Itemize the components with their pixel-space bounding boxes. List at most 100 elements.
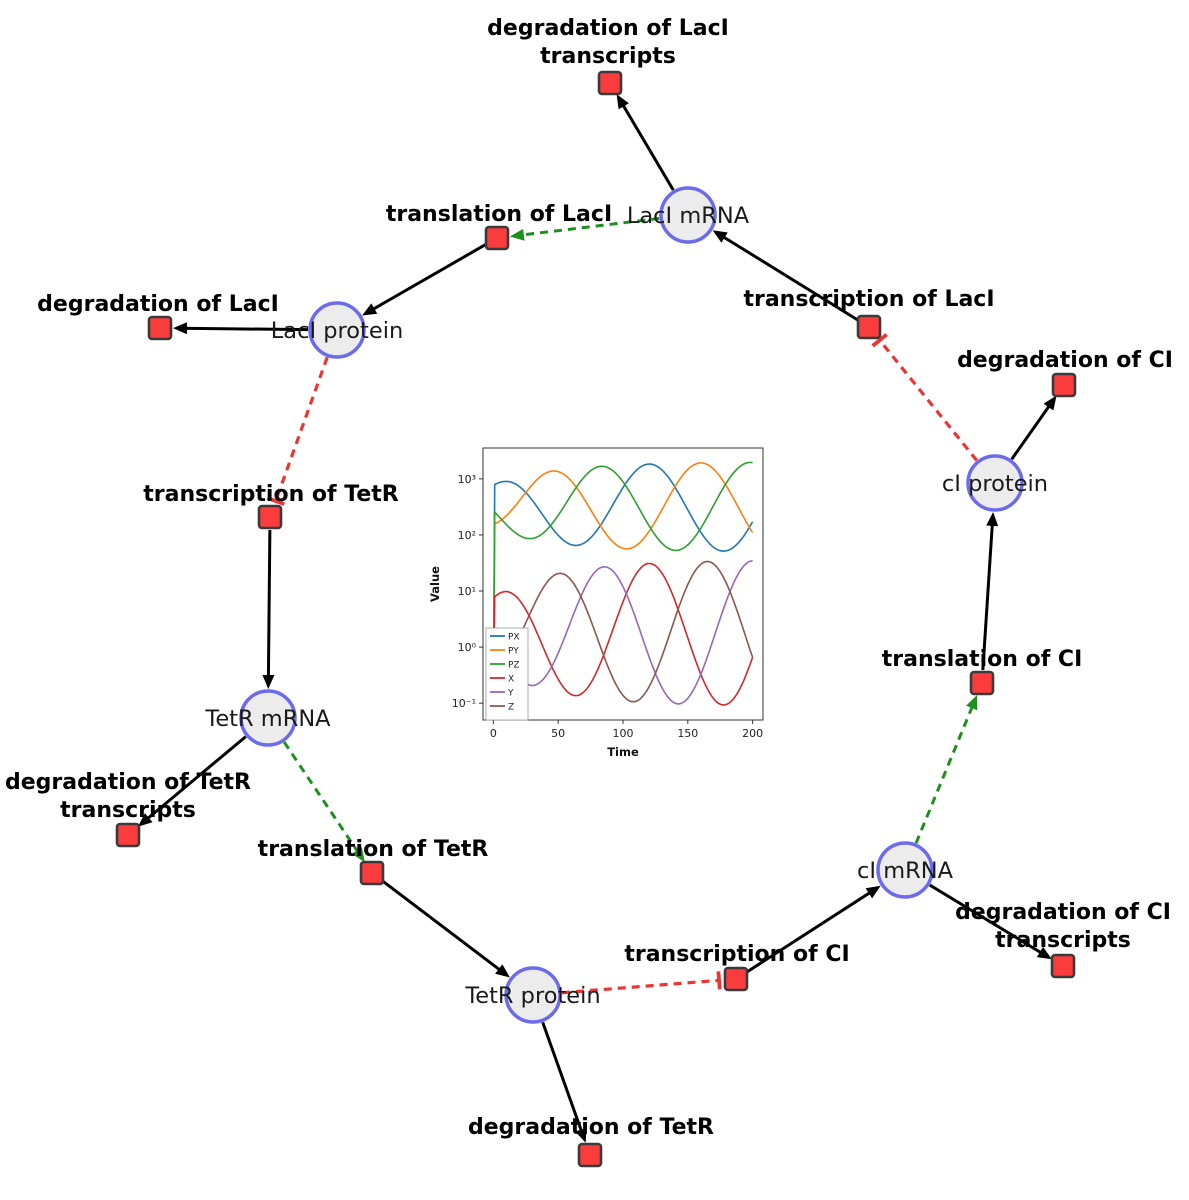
arrowhead-icon (495, 964, 510, 978)
legend-label-PX: PX (508, 633, 520, 643)
reaction-node-transl_tetr[interactable]: translation of TetR (258, 837, 489, 886)
edge-production-transc_ci-ci_mrna (746, 885, 881, 974)
reaction-square[interactable] (115, 822, 141, 848)
edge-line (746, 888, 875, 974)
arrowhead-icon (616, 94, 629, 110)
reaction-node-transc_laci[interactable]: transcription of LacI (743, 287, 995, 340)
edge-catalysis-tetr_mrna-transl_tetr (282, 741, 365, 863)
edge-inhibition-ci_prot-transc_laci (871, 333, 979, 462)
inhibition-line (878, 339, 979, 462)
edge-line (266, 529, 272, 682)
series-line-PX (492, 463, 754, 703)
y-tick-label: 10¹ (458, 585, 476, 598)
reaction-label: degradation of LacI (37, 292, 279, 317)
species-node-laci_prot[interactable]: LacI protein (271, 301, 403, 359)
series-line-PY (492, 462, 754, 703)
species-node-ci_prot[interactable]: cI protein (942, 454, 1048, 512)
species-node-ci_mrna[interactable]: cI mRNA (857, 841, 954, 899)
edge-consumption-ci_mrna-deg_ci_tx (929, 883, 1052, 960)
reaction-label: transcription of LacI (743, 287, 994, 312)
edge-production-transl_laci-laci_prot (362, 243, 487, 316)
species-circle[interactable] (659, 186, 717, 244)
species-label: LacI mRNA (627, 203, 750, 229)
edge-consumption-ci_prot-deg_ci (1010, 395, 1057, 461)
inhibition-line (561, 978, 720, 995)
reaction-square[interactable] (723, 966, 749, 992)
edge-consumption-laci_mrna-deg_laci_tx (616, 94, 675, 191)
species-circle[interactable] (308, 301, 366, 359)
reaction-square[interactable] (969, 670, 995, 696)
edge-line (981, 519, 995, 671)
inhibition-tee (266, 496, 285, 506)
reaction-square[interactable] (856, 314, 882, 340)
series-line-PZ (492, 461, 753, 703)
reaction-square[interactable] (597, 70, 623, 96)
reaction-node-transl_ci[interactable]: translation of CI (882, 647, 1083, 696)
reaction-square[interactable] (257, 504, 283, 530)
edge-consumption-laci_prot-deg_laci (172, 322, 309, 335)
reaction-label: degradation of TetR (468, 1115, 714, 1140)
species-circle[interactable] (876, 841, 934, 899)
reaction-node-transc_tetr[interactable]: transcription of TetR (143, 482, 399, 530)
edge-catalysis-ci_mrna-transl_ci (914, 695, 978, 844)
arrowhead-icon (351, 847, 365, 863)
arrowhead-icon (865, 885, 881, 899)
arrowhead-icon (1036, 946, 1052, 960)
species-node-laci_mrna[interactable]: LacI mRNA (627, 186, 750, 244)
edge-production-transl_ci-ci_prot (981, 511, 999, 671)
edge-production-transc_tetr-tetr_mrna (262, 529, 275, 690)
species-label: cI mRNA (857, 858, 954, 884)
plot-frame (482, 447, 764, 721)
y-axis-label: Value (428, 566, 442, 602)
x-tick-label: 150 (677, 727, 698, 740)
species-node-tetr_prot[interactable]: TetR protein (464, 966, 601, 1024)
arrowhead-icon (986, 511, 999, 527)
series-line-Y (492, 560, 753, 705)
y-tick-label: 10⁻¹ (452, 697, 476, 710)
edge-catalysis-laci_mrna-transl_laci (509, 216, 660, 241)
reaction-square[interactable] (147, 315, 173, 341)
species-node-tetr_mrna[interactable]: TetR mRNA (204, 689, 331, 747)
edge-consumption-tetr_mrna-deg_tetr_tx (137, 735, 247, 827)
reaction-square[interactable] (484, 225, 510, 251)
inhibition-line (274, 356, 329, 502)
reaction-node-deg_ci[interactable]: degradation of CI (957, 348, 1173, 398)
species-circle[interactable] (966, 454, 1024, 512)
reaction-square[interactable] (1050, 953, 1076, 979)
series-line-Z (492, 560, 754, 703)
x-tick-label: 0 (490, 727, 497, 740)
arrowhead-icon (262, 674, 275, 690)
arrowhead-icon (137, 813, 153, 827)
reaction-square[interactable] (577, 1142, 603, 1168)
reaction-node-transc_ci[interactable]: transcription of CI (624, 942, 850, 992)
species-circle[interactable] (239, 689, 297, 747)
legend-label-X: X (508, 675, 514, 685)
species-label: TetR mRNA (204, 706, 331, 732)
reaction-node-deg_laci[interactable]: degradation of LacI (37, 292, 279, 341)
x-tick-label: 50 (551, 727, 565, 740)
arrowhead-icon (509, 228, 525, 241)
edge-line (1010, 401, 1054, 461)
edge-line (282, 741, 362, 857)
arrowhead-icon (966, 695, 978, 711)
reaction-node-transl_laci[interactable]: translation of LacI (386, 202, 612, 251)
y-tick-label: 10² (458, 529, 476, 542)
reaction-label: translation of TetR (258, 837, 489, 862)
reaction-square[interactable] (359, 860, 385, 886)
reaction-square[interactable] (1051, 372, 1077, 398)
chart-series (492, 461, 754, 706)
reaction-node-deg_tetr[interactable]: degradation of TetR (468, 1115, 714, 1168)
legend-label-PZ: PZ (508, 661, 520, 671)
species-label: cI protein (942, 471, 1048, 497)
species-circle[interactable] (504, 966, 562, 1024)
edge-inhibition-tetr_prot-transc_ci (561, 971, 722, 995)
